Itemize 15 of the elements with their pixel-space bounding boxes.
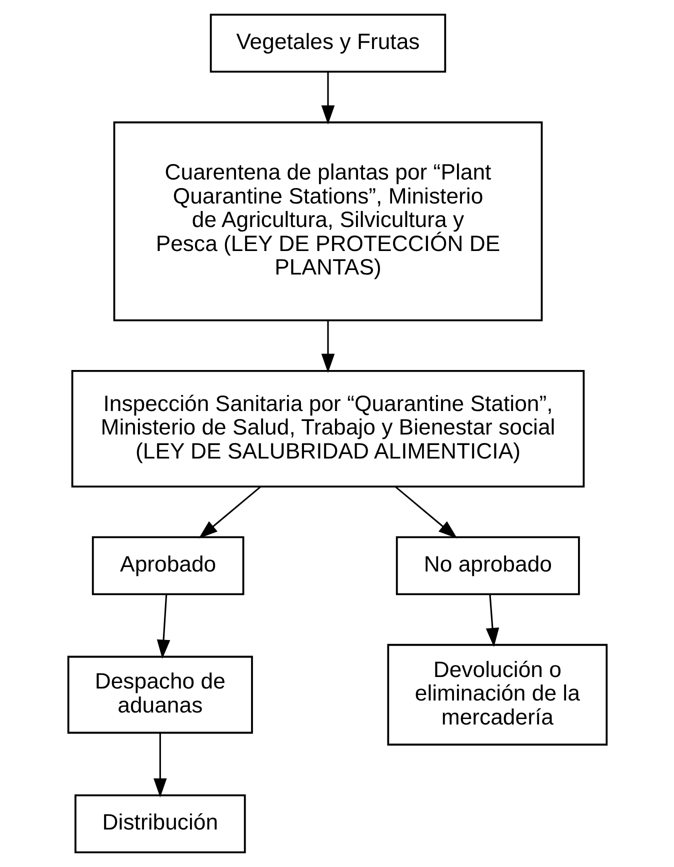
node-box: No aprobado (395, 536, 580, 596)
arrow (394, 486, 457, 539)
arrow (156, 594, 170, 659)
node-box: Devolución o eliminación de la mercadería (386, 644, 608, 746)
node-box: Inspección Sanitaria por “Quarantine Station”, Ministerio de Salud, Trabajo y Bienestar social (LEY DE SALUBRIDAD ALIMENTICIA) (70, 370, 584, 488)
node-box: Cuarentena de plantas por “Plant Quarantine Stations”, Ministerio de Agricultura, Silvicultura y Pesca (LEY DE PROTECCIÓN DE PLANTAS) (112, 121, 542, 322)
node-box: Aprobado (91, 536, 244, 596)
arrow (198, 486, 261, 539)
node-box: Distribución (74, 794, 246, 854)
arrow (320, 320, 334, 373)
node-box: Despacho de aduanas (66, 656, 252, 734)
arrow (485, 594, 499, 647)
arrow (153, 733, 166, 798)
arrow (320, 72, 334, 124)
node-box: Vegetales y Frutas (209, 14, 446, 73)
